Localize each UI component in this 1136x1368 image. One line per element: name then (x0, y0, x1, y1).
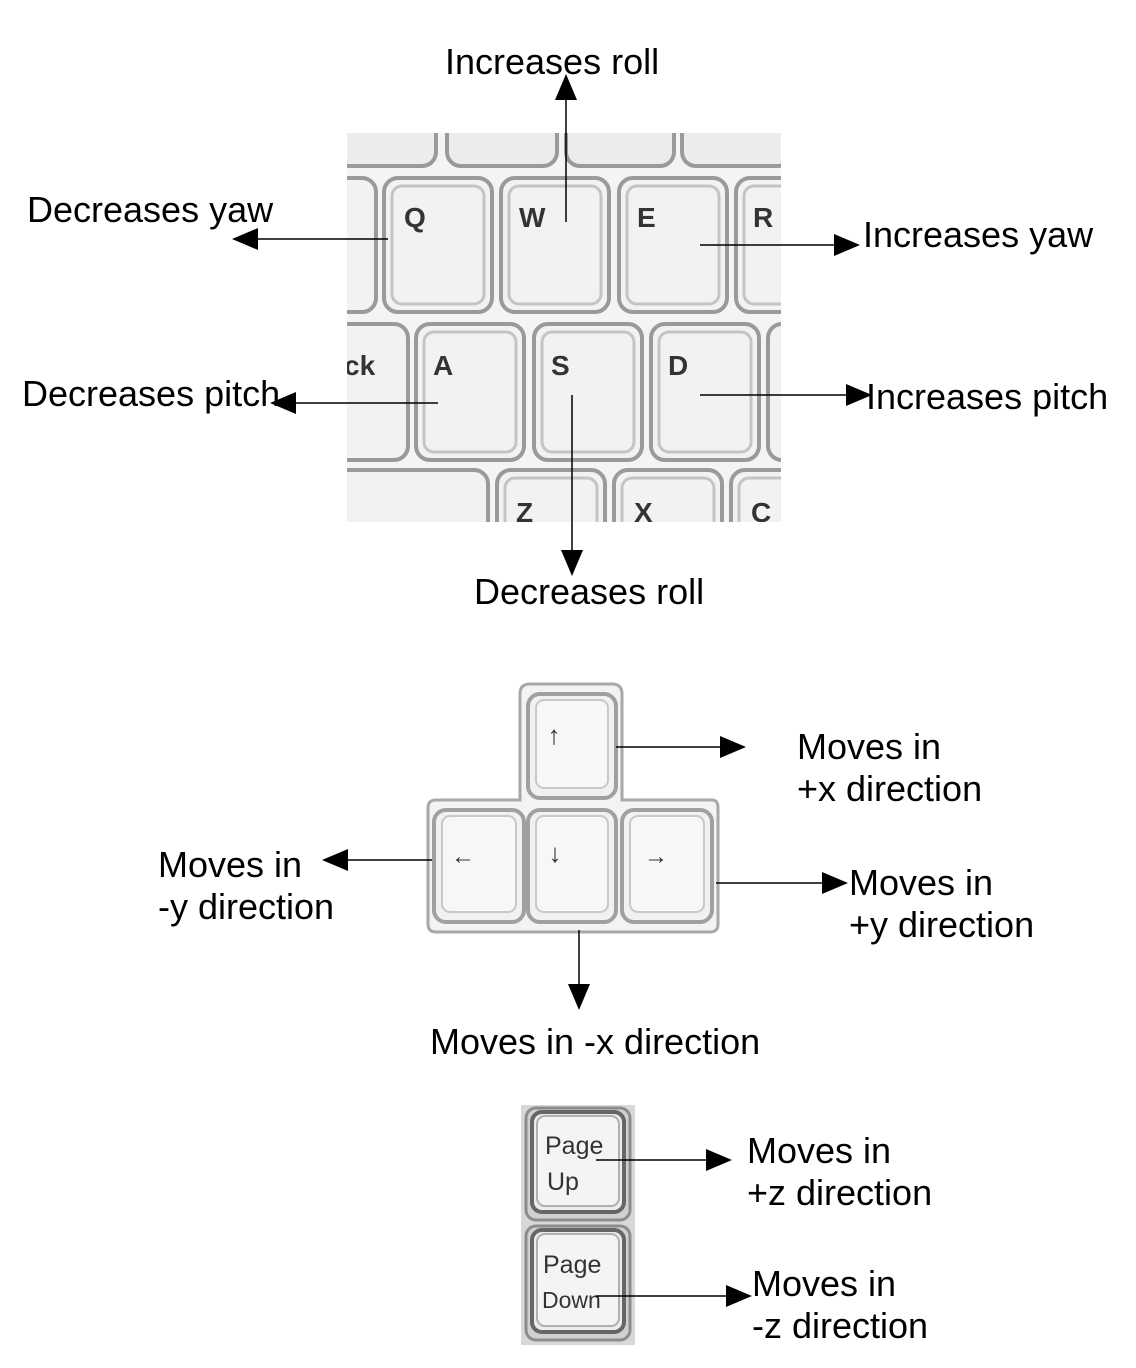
key-r-label: R (753, 202, 773, 233)
label-plus-z-line1: Moves in (747, 1130, 892, 1171)
key-s-label: S (551, 350, 570, 381)
label-decreases-roll: Decreases roll (474, 571, 705, 612)
key-z-label: Z (516, 497, 533, 528)
label-plus-x-line1: Moves in (797, 726, 942, 767)
label-minus-y: Moves in -y direction (158, 844, 334, 928)
arrow-keys-image: ↑ ↓ ← → (426, 682, 720, 934)
key-row-top (347, 133, 781, 168)
page-down-line2: Down (542, 1287, 601, 1313)
label-decreases-yaw: Decreases yaw (27, 189, 274, 230)
label-plus-y: Moves in +y direction (849, 862, 1034, 946)
label-minus-y-line2: -y direction (158, 886, 335, 927)
key-row-zxc (347, 468, 781, 522)
label-minus-z-line2: -z direction (752, 1305, 929, 1346)
key-x-label: X (634, 497, 653, 528)
label-minus-z-line1: Moves in (752, 1263, 897, 1304)
label-minus-z: Moves in -z direction (752, 1263, 928, 1347)
label-plus-y-line1: Moves in (849, 862, 994, 903)
key-row-asd (347, 322, 781, 462)
left-arrow-icon: ← (451, 843, 475, 870)
key-w-label: W (519, 202, 546, 233)
label-minus-y-line1: Moves in (158, 844, 303, 885)
label-minus-x: Moves in -x direction (430, 1021, 761, 1062)
label-plus-y-line2: +y direction (849, 904, 1035, 945)
page-down-line1: Page (543, 1251, 601, 1279)
up-arrow-icon: ↑ (548, 720, 561, 750)
page-keys-image: Page Up Page Down (521, 1105, 635, 1345)
down-arrow-icon: ↓ (549, 838, 562, 868)
label-plus-z-line2: +z direction (747, 1172, 933, 1213)
label-plus-x: Moves in +x direction (797, 726, 982, 810)
label-plus-z: Moves in +z direction (747, 1130, 932, 1214)
key-q-label: Q (404, 202, 426, 233)
label-increases-pitch: Increases pitch (866, 376, 1109, 417)
label-decreases-pitch: Decreases pitch (22, 373, 281, 414)
page-up-line1: Page (545, 1132, 603, 1160)
key-c-label: C (751, 497, 771, 528)
key-d-label: D (668, 350, 688, 381)
key-caps-label: ck (344, 350, 376, 381)
label-increases-roll: Increases roll (445, 41, 660, 82)
key-a-label: A (433, 350, 453, 381)
qwerty-keyboard-image: Q W E R ck A S D Z X C (344, 133, 781, 528)
key-e-label: E (637, 202, 656, 233)
label-plus-x-line2: +x direction (797, 768, 983, 809)
label-increases-yaw: Increases yaw (863, 214, 1094, 255)
page-up-line2: Up (547, 1168, 579, 1196)
right-arrow-icon: → (644, 843, 668, 870)
